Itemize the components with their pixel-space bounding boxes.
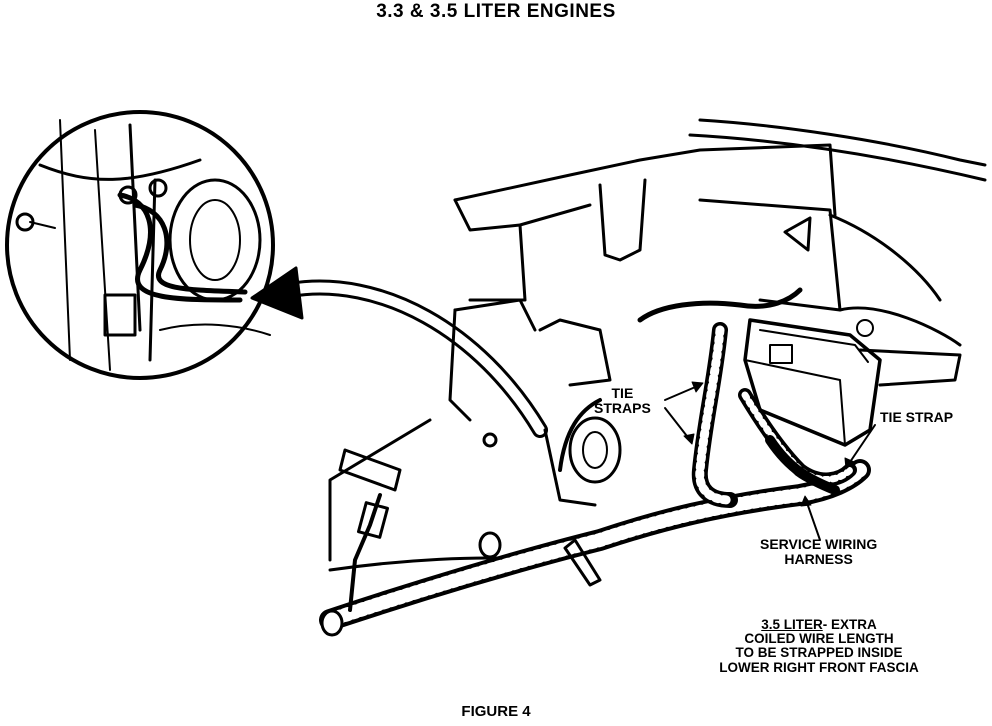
panel-cutout (783, 216, 812, 252)
note-line4: LOWER RIGHT FRONT FASCIA (719, 659, 919, 675)
harness-connector (338, 448, 602, 612)
body-panels (328, 118, 987, 572)
page-title: 3.3 & 3.5 LITER ENGINES (376, 1, 616, 22)
detail-inset (5, 110, 275, 380)
note-line3: TO BE STRAPPED INSIDE (735, 645, 903, 661)
bolt-icon (482, 432, 498, 448)
engine-note: 3.5 LITER- EXTRA COILED WIRE LENGTH TO B… (694, 617, 944, 675)
note-line2: COILED WIRE LENGTH (744, 631, 894, 647)
figure-caption: FIGURE 4 (461, 703, 531, 720)
note-line1: 3.5 LITER- EXTRA (694, 617, 944, 632)
tie-straps-label: TIE STRAPS (594, 386, 651, 415)
service-harness-label: SERVICE WIRING HARNESS (760, 537, 877, 566)
tie-straps-line2: STRAPS (594, 399, 651, 416)
service-harness-line2: HARNESS (784, 550, 853, 567)
detail-arrow (250, 266, 548, 438)
control-module (743, 318, 882, 447)
note-underlined: 3.5 LITER (761, 617, 823, 632)
tie-straps-line1: TIE (611, 385, 634, 401)
tie-strap-label: TIE STRAP (880, 409, 954, 425)
service-wiring-harness (319, 287, 871, 637)
note-line1-rest: - EXTRA (822, 617, 877, 632)
horn-assembly (543, 416, 622, 507)
service-harness-line1: SERVICE WIRING (760, 536, 878, 552)
